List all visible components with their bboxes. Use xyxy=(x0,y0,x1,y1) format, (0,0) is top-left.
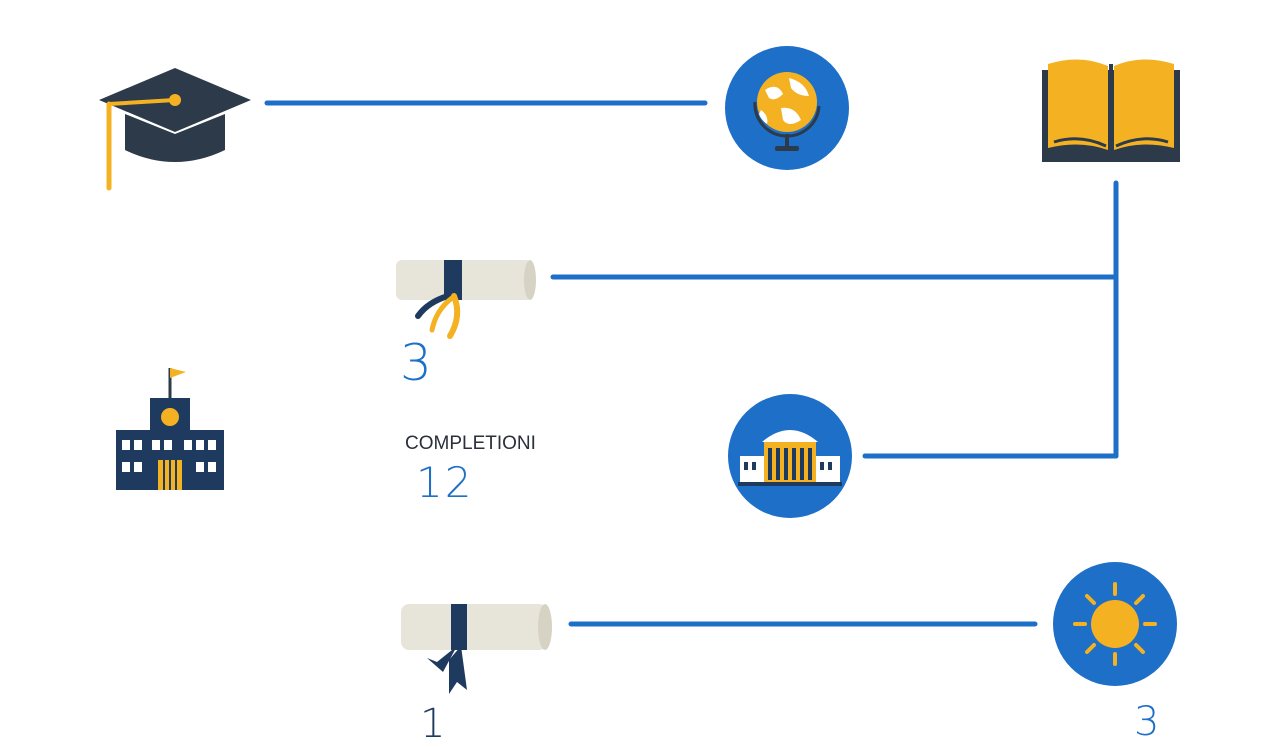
diploma-scroll-icon xyxy=(401,604,552,694)
partial-stat-bottom-right: 3 xyxy=(1134,699,1162,745)
connector-lines xyxy=(264,100,1119,627)
globe-icon xyxy=(725,46,849,170)
school-building-icon xyxy=(116,368,224,490)
stat-caption: COMPLETIONI xyxy=(405,433,536,454)
diagram-canvas: 3 COMPLETIONI 12 xyxy=(99,46,1180,744)
diploma-scroll-icon xyxy=(396,260,536,339)
sun-icon xyxy=(1053,562,1177,686)
open-book-icon xyxy=(1042,59,1180,162)
university-hall-icon xyxy=(728,394,852,518)
stat-value-12: 12 xyxy=(416,458,474,507)
stat-value-3: 3 xyxy=(400,334,434,392)
graduation-cap-icon xyxy=(99,68,251,191)
partial-stat-bottom-left: 1 xyxy=(420,701,448,747)
